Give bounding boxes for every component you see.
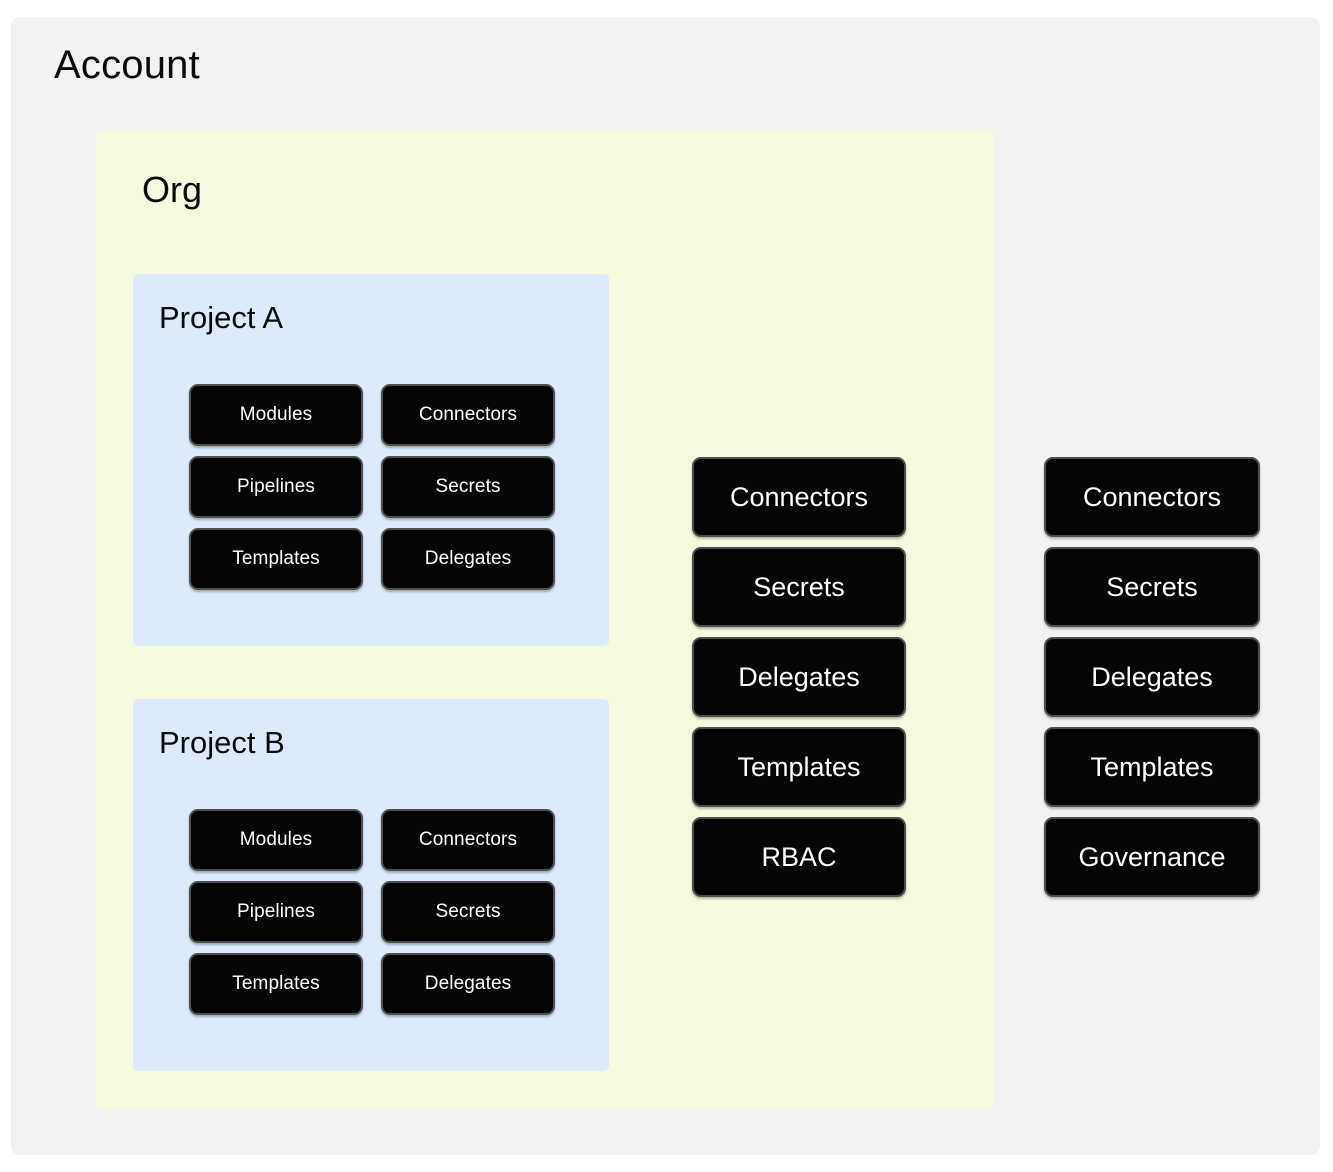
org-resource-pill[interactable]: Connectors [692,457,906,537]
project-resource-pill[interactable]: Pipelines [189,881,363,943]
project-resource-grid: Modules Connectors Pipelines Secrets Tem… [189,809,555,1015]
account-scope-container: Account Org Project A Modules Connectors… [11,17,1320,1155]
project-resource-pill[interactable]: Pipelines [189,456,363,518]
account-resource-pill[interactable]: Templates [1044,727,1260,807]
project-resource-pill[interactable]: Delegates [381,953,555,1015]
project-resource-pill[interactable]: Connectors [381,384,555,446]
account-resource-pill[interactable]: Delegates [1044,637,1260,717]
account-resource-pill[interactable]: Secrets [1044,547,1260,627]
org-resource-column: Connectors Secrets Delegates Templates R… [692,457,906,897]
project-scope-label: Project A [159,300,284,335]
account-resource-column: Connectors Secrets Delegates Templates G… [1044,457,1260,897]
project-resource-pill[interactable]: Modules [189,809,363,871]
project-scope-label: Project B [159,725,285,760]
project-resource-pill[interactable]: Delegates [381,528,555,590]
org-resource-pill[interactable]: Delegates [692,637,906,717]
project-resource-pill[interactable]: Secrets [381,456,555,518]
org-scope-label: Org [142,169,203,210]
project-resource-pill[interactable]: Templates [189,953,363,1015]
project-resource-grid: Modules Connectors Pipelines Secrets Tem… [189,384,555,590]
project-resource-pill[interactable]: Secrets [381,881,555,943]
account-scope-label: Account [54,43,200,87]
org-resource-pill[interactable]: Secrets [692,547,906,627]
org-resource-pill[interactable]: Templates [692,727,906,807]
org-resource-pill[interactable]: RBAC [692,817,906,897]
project-resource-pill[interactable]: Connectors [381,809,555,871]
project-resource-pill[interactable]: Modules [189,384,363,446]
project-resource-pill[interactable]: Templates [189,528,363,590]
account-resource-pill[interactable]: Governance [1044,817,1260,897]
project-scope-container-a: Project A Modules Connectors Pipelines S… [133,274,609,646]
project-scope-container-b: Project B Modules Connectors Pipelines S… [133,699,609,1071]
account-resource-pill[interactable]: Connectors [1044,457,1260,537]
